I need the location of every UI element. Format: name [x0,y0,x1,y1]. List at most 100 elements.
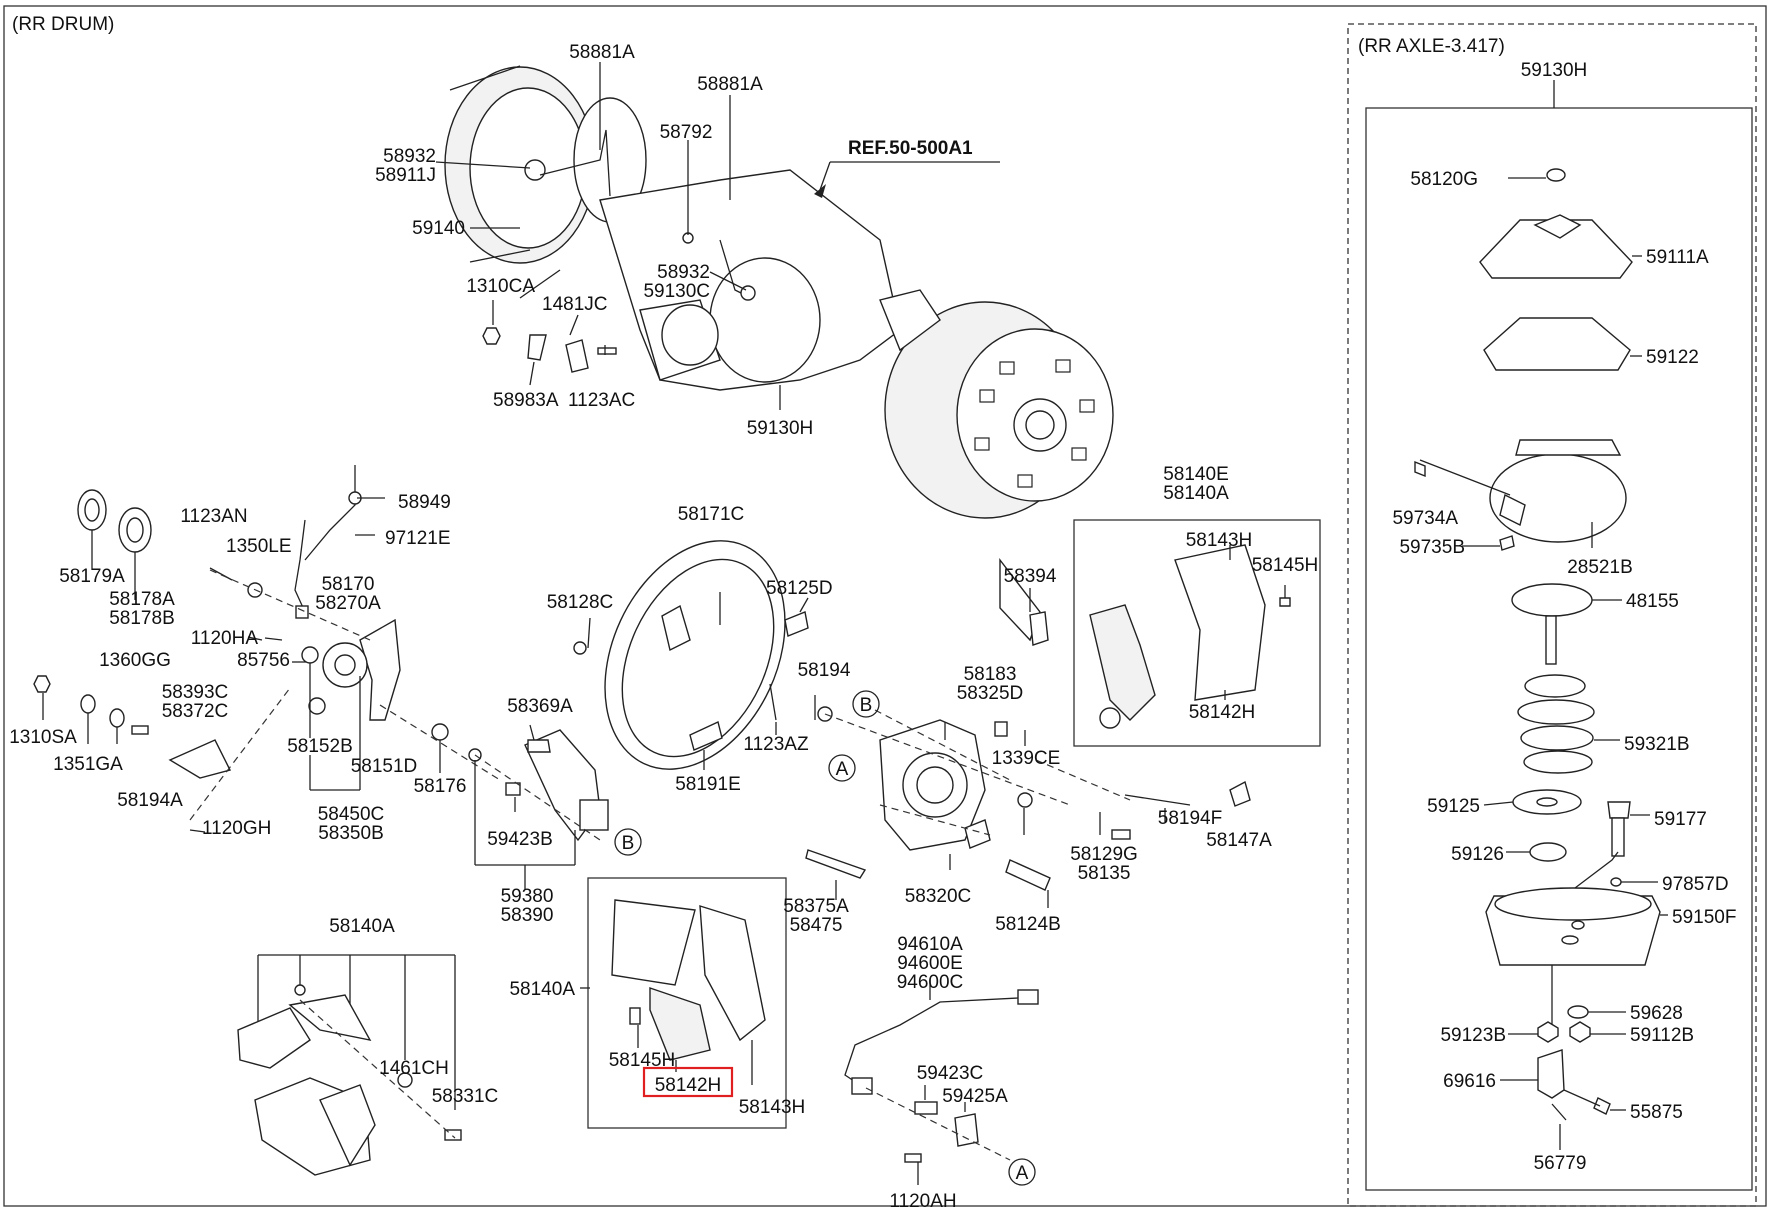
part-label-58325d: 58325D [957,683,1024,704]
shoe-group-right [1029,544,1291,840]
part-label-1360gg: 1360GG [99,650,171,671]
part-label-58331c: 58331C [432,1086,499,1107]
part-label-59126: 59126 [1451,844,1504,865]
part-label-59112b: 59112B [1630,1025,1694,1046]
marker-a: A [836,759,849,780]
part-label-58128c: 58128C [547,592,614,613]
part-label-1481jc: 1481JC [542,294,608,315]
part-label-59380: 59380 [501,886,554,907]
part-label-58124b: 58124B [995,914,1061,935]
part-label-58140a: 58140A [1163,483,1229,504]
part-label-58394: 58394 [1004,566,1057,587]
part-label-28521b: 28521B [1567,557,1633,578]
part-label-1310sa: 1310SA [9,727,77,748]
section-label-main: (RR DRUM) [12,14,114,35]
part-label-58176: 58176 [414,776,467,797]
part-label-58171c: 58171C [678,504,745,525]
part-label-58140a: 58140A [329,916,395,937]
part-label-58320c: 58320C [905,886,972,907]
part-label-94600e: 94600E [897,953,963,974]
part-label-58475: 58475 [790,915,843,936]
part-label-1120gh: 1120GH [202,818,271,839]
part-label-58191e: 58191E [675,774,741,795]
part-label-58194f: 58194F [1158,808,1222,829]
part-label-58450c: 58450C [318,804,385,825]
marker-b: B [622,833,635,854]
part-label-58270a: 58270A [315,593,381,614]
part-label-59150f: 59150F [1672,907,1736,928]
part-label-94600c: 94600C [897,972,964,993]
marker-b-circle [614,828,642,856]
part-label-59423c: 59423C [917,1063,984,1084]
part-label-1123az: 1123AZ [743,734,809,755]
part-label-58372c: 58372C [162,701,229,722]
abs-sensor-group [844,980,1039,1185]
part-label-59123b: 59123B [1440,1025,1506,1046]
part-label-58143h: 58143H [1186,530,1253,551]
marker-labels: A B B A [622,695,1029,1184]
part-label-58145h: 58145H [1252,555,1319,576]
part-label-59628: 59628 [1630,1003,1683,1024]
part-label-58143h: 58143H [739,1097,806,1118]
part-label-58170: 58170 [322,574,375,595]
part-label-58792: 58792 [660,122,713,143]
part-label-58350b: 58350B [318,823,384,844]
part-label-59130h: 59130H [1521,60,1588,81]
part-label-85756: 85756 [237,650,290,671]
part-label-69616: 69616 [1443,1071,1496,1092]
slack-adjuster-parts [33,465,609,842]
brake-chamber-parts [1414,80,1668,1150]
part-label-58145h: 58145H [609,1050,676,1071]
part-label-58881a: 58881A [569,42,635,63]
part-label-58393c: 58393C [162,682,229,703]
part-label-97121e: 97121E [385,528,451,549]
part-label-58152b: 58152B [287,736,353,757]
shoe-group-lower-left [237,954,462,1176]
part-label-58183: 58183 [964,664,1017,685]
backing-plate [573,540,816,770]
part-label-58369a: 58369A [507,696,573,717]
part-label-59735b: 59735B [1399,537,1465,558]
shoe-kit-frame [587,877,787,1129]
part-label-58142h: 58142H [655,1075,722,1096]
marker-group [614,690,1036,1186]
part-label-58932: 58932 [383,146,436,167]
part-label-58178a: 58178A [109,589,175,610]
part-label-1310ca: 1310CA [466,276,535,297]
part-label-58194: 58194 [798,660,851,681]
part-label-97857d: 97857D [1662,874,1729,895]
part-label-58142h: 58142H [1189,702,1256,723]
marker-b: B [860,695,873,716]
part-label-58120g: 58120G [1410,169,1478,190]
part-label-1461ch: 1461CH [379,1058,449,1079]
spider-leaders [835,722,1166,908]
part-label-56779: 56779 [1534,1153,1587,1174]
part-label-58178b: 58178B [109,608,175,629]
part-label-59140: 59140 [412,218,465,239]
part-label-58194a: 58194A [117,790,183,811]
part-labels: 58881A58881A587925893258911J591405893259… [9,42,1736,1211]
part-label-1123an: 1123AN [180,506,247,527]
section-label-axle: (RR AXLE-3.417) [1358,36,1505,57]
rear-axle-assembly [444,65,1114,519]
part-label-59130c: 59130C [643,281,710,302]
part-label-58151d: 58151D [351,756,418,777]
part-label-58881a: 58881A [697,74,763,95]
part-label-59125: 59125 [1427,796,1480,817]
part-label-1120ah: 1120AH [889,1191,956,1211]
spider-dash-leaders [824,709,1131,836]
marker-a-circle [1008,1158,1036,1186]
part-label-58949: 58949 [398,492,451,513]
shoe-group-frame-right [1073,519,1321,747]
part-label-59111a: 59111A [1646,247,1709,268]
part-label-55875: 55875 [1630,1102,1683,1123]
part-label-58390: 58390 [501,905,554,926]
part-label-58179a: 58179A [59,566,125,587]
axle-group-frame [1365,107,1753,1191]
shoe-kit [580,899,766,1085]
left-dash-leaders [189,569,601,841]
part-label-58129g: 58129G [1070,844,1138,865]
part-label-1350le: 1350LE [226,536,292,557]
part-label-1339ce: 1339CE [992,748,1061,769]
